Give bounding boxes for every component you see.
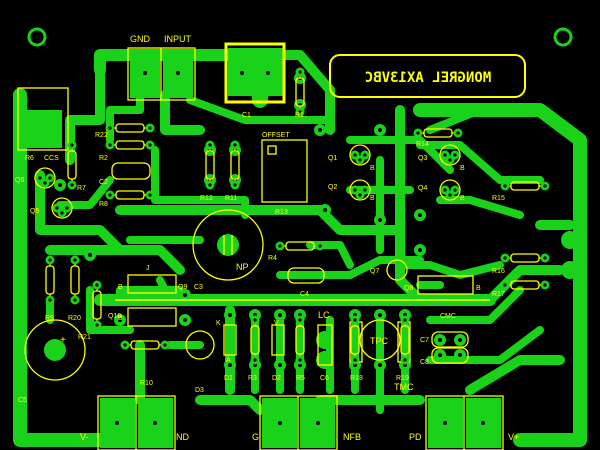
label-r17: R17 xyxy=(492,291,505,298)
label-d2-v: V xyxy=(274,320,279,327)
board-title: MONGREL AX13VBC xyxy=(365,70,491,86)
copper-pads xyxy=(22,27,579,448)
label-c5-plus: + xyxy=(60,335,66,346)
label-c5: C5 xyxy=(18,397,27,404)
label-r6: R6 xyxy=(25,155,34,162)
label-b-q10: B xyxy=(118,315,123,322)
label-r3: R3 xyxy=(248,375,257,382)
label-q9: Q9 xyxy=(178,284,187,291)
label-q2: Q2 xyxy=(328,184,337,191)
label-pd: PD xyxy=(409,432,422,442)
label-d3: D3 xyxy=(195,387,204,394)
label-b-q4: B xyxy=(460,195,465,202)
label-r11: R11 xyxy=(225,195,237,202)
label-d1-k: K xyxy=(216,320,221,327)
label-c6: C6 xyxy=(320,375,329,382)
label-r13: R13 xyxy=(275,209,288,216)
label-q5: Q5 xyxy=(30,208,39,215)
label-d2: D2 xyxy=(272,375,281,382)
label-d1: D1 xyxy=(224,375,233,382)
label-np: NP xyxy=(236,262,249,272)
label-c2: C2 xyxy=(99,179,108,186)
label-b-q1: B xyxy=(370,165,375,172)
label-r21: R21 xyxy=(78,334,91,341)
label-r7: R7 xyxy=(77,185,86,192)
label-b-q9: B xyxy=(118,284,123,291)
label-c7: C7 xyxy=(420,337,429,344)
label-nfb: NFB xyxy=(343,432,361,442)
label-r12: R12 xyxy=(200,195,213,202)
label-nd: ND xyxy=(176,432,189,442)
label-cmc: CMC xyxy=(440,313,456,320)
label-b-q2: B xyxy=(370,195,375,202)
label-r22: R22 xyxy=(95,132,108,139)
label-r5: R5 xyxy=(296,375,305,382)
label-r14: R14 xyxy=(416,141,429,148)
label-b-q3: B xyxy=(460,165,465,172)
label-r9: R9 xyxy=(45,315,54,322)
label-lc: LC xyxy=(318,310,330,320)
label-q1: Q1 xyxy=(328,155,337,162)
label-c4: C4 xyxy=(300,291,309,298)
label-r2: R2 xyxy=(99,155,108,162)
silkscreen-text: MONGREL AX13VBC GND INPUT V- ND G NFB PD… xyxy=(15,34,519,442)
label-q8: Q8 xyxy=(404,285,413,292)
label-q10: Q10 xyxy=(108,313,121,320)
label-c1: C1 xyxy=(242,112,251,119)
label-r4: R4 xyxy=(268,255,277,262)
label-b-q8: B xyxy=(476,285,481,292)
label-r19: R19 xyxy=(396,375,409,382)
label-input: INPUT xyxy=(164,34,192,44)
silkscreen-outlines xyxy=(17,42,526,450)
label-j: J xyxy=(146,265,150,272)
label-tpc: TPC xyxy=(370,336,389,346)
label-g: G xyxy=(252,432,259,442)
label-r1: R1 xyxy=(295,112,304,119)
label-r8: R8 xyxy=(99,201,108,208)
label-r20: R20 xyxy=(68,315,81,322)
label-r18: R18 xyxy=(350,375,363,382)
label-r10: R10 xyxy=(140,380,153,387)
label-ccs: CCS xyxy=(44,155,59,162)
label-v-plus: V+ xyxy=(508,432,519,442)
label-q6: Q6 xyxy=(15,177,24,184)
label-q7: Q7 xyxy=(370,268,379,275)
label-tmc: TMC xyxy=(394,382,414,392)
label-q3: Q3 xyxy=(418,155,427,162)
label-q4: Q4 xyxy=(418,185,427,192)
label-d1-a: A xyxy=(226,357,231,364)
label-c3: C3 xyxy=(194,284,203,291)
label-c8: C8 xyxy=(420,359,429,366)
label-offset: OFFSET xyxy=(262,132,290,139)
label-v-minus: V- xyxy=(80,432,89,442)
label-r16: R16 xyxy=(492,268,505,275)
label-r15: R15 xyxy=(492,195,505,202)
label-gnd: GND xyxy=(130,34,151,44)
